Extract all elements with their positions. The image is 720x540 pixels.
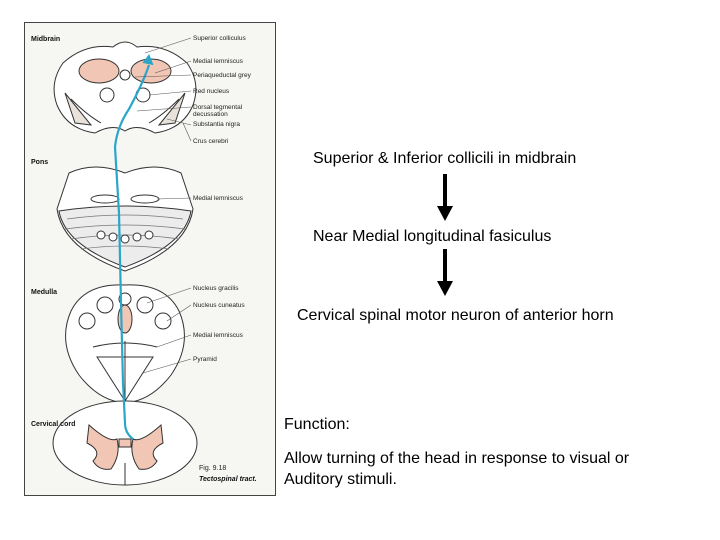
label-superior-colliculus: Superior colliculus [193, 35, 246, 42]
flow-step-motor-neuron: Cervical spinal motor neuron of anterior… [297, 307, 614, 324]
tectospinal-tract-line [113, 64, 151, 440]
down-arrow-icon [437, 249, 453, 296]
label-substantia-nigra: Substantia nigra [193, 121, 240, 128]
label-crus-cerebri: Crus cerebri [193, 138, 229, 145]
level-label-midbrain: Midbrain [31, 36, 61, 43]
pons-section [56, 166, 194, 272]
leader-lines [134, 37, 192, 374]
flow-step-colliculi: Superior & Inferior collicili in midbrai… [313, 150, 577, 167]
label-medial-lemniscus-medulla: Medial lemniscus [193, 332, 243, 339]
flow-step-mlf: Near Medial longitudinal fasiculus [313, 228, 552, 245]
label-red-nucleus: Red nucleus [193, 88, 230, 95]
superior-colliculus-left [78, 58, 120, 84]
function-line-2: Auditory stimuli. [284, 471, 397, 488]
figure-caption: Tectospinal tract. [199, 476, 257, 483]
label-nucleus-cuneatus: Nucleus cuneatus [193, 302, 245, 309]
figure-number: Fig. 9.18 [199, 465, 227, 472]
brainstem-sections-drawing [52, 37, 198, 486]
tectospinal-figure: Midbrain Pons Medulla Cervical cord Supe… [24, 22, 276, 496]
label-nucleus-gracilis: Nucleus gracilis [193, 285, 239, 292]
label-pyramid: Pyramid [193, 356, 217, 363]
medulla-section [65, 284, 185, 404]
cervical-cord-section [52, 400, 198, 486]
label-decussation: decussation [193, 111, 228, 118]
label-medial-lemniscus-pons: Medial lemniscus [193, 195, 243, 202]
level-label-pons: Pons [31, 159, 49, 166]
label-medial-lemniscus-midbrain: Medial lemniscus [193, 58, 243, 65]
label-periaqueductal-grey: Periaqueductal grey [193, 72, 251, 79]
down-arrow-icon [437, 174, 453, 221]
midbrain-section [53, 41, 197, 134]
level-label-cervical: Cervical cord [31, 421, 76, 428]
function-heading: Function: [284, 416, 350, 433]
level-label-medulla: Medulla [31, 289, 58, 296]
label-dorsal-tegmental: Dorsal tegmental [193, 104, 243, 111]
function-line-1: Allow turning of the head in response to… [284, 450, 630, 467]
